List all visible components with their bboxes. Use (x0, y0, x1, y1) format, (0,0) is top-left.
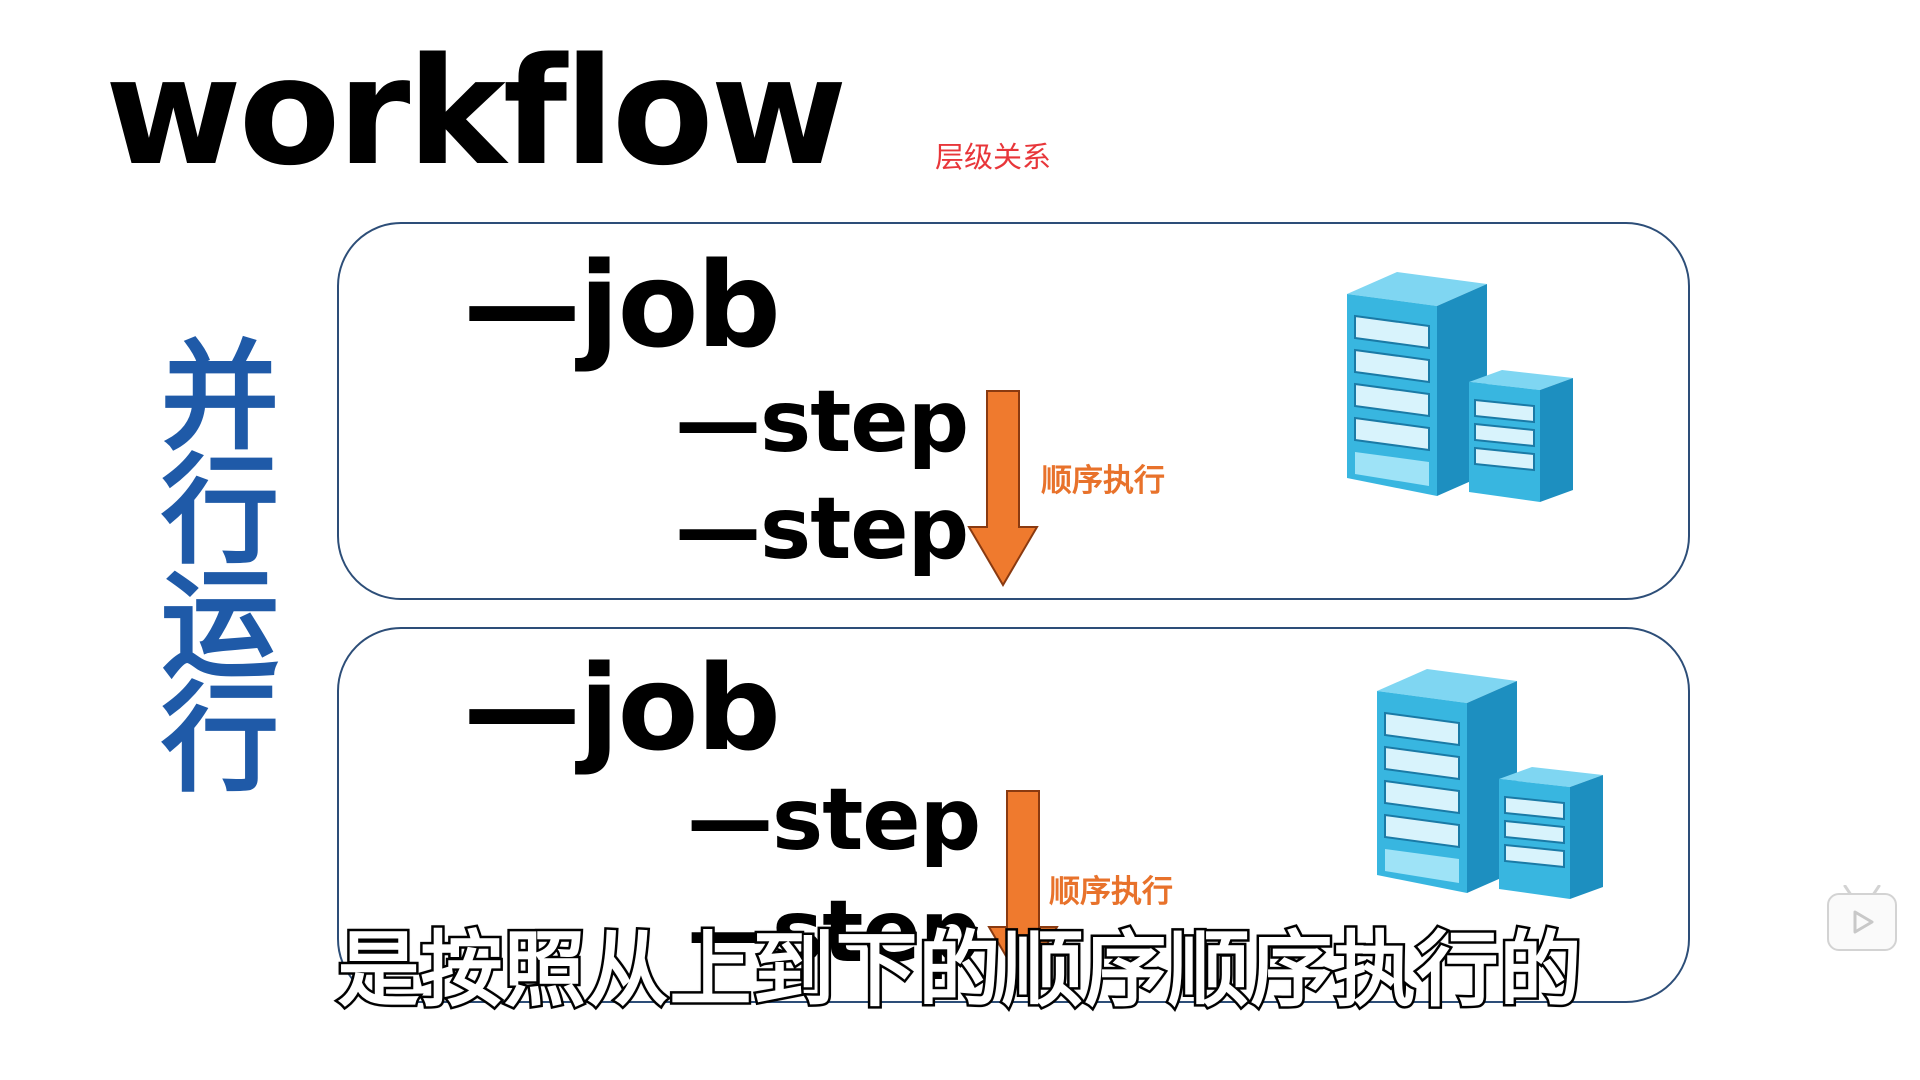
down-arrow-icon (967, 390, 1039, 587)
job-label: —job (463, 236, 781, 374)
parallel-char: 并 (160, 328, 279, 466)
tv-ears-icon (1843, 885, 1881, 895)
parallel-char: 行 (160, 670, 279, 808)
play-icon (1853, 910, 1874, 934)
step-label: —step (675, 479, 969, 579)
job-box-2: —job —step —step 顺序执行 (337, 627, 1690, 1003)
server-icon (1377, 669, 1603, 899)
hierarchy-label: 层级关系 (935, 140, 1052, 174)
sequential-execution-label: 顺序执行 (1041, 463, 1165, 499)
sequential-execution-label: 顺序执行 (1049, 874, 1173, 910)
parallel-char: 运 (160, 556, 279, 694)
step-label: —step (675, 372, 969, 472)
video-play-button[interactable] (1827, 885, 1897, 951)
step-label: —step (687, 882, 981, 982)
job-label: —job (463, 639, 781, 777)
parallel-char: 行 (160, 442, 279, 580)
down-arrow-icon (987, 790, 1059, 987)
step-label: —step (687, 770, 981, 870)
job-box-1: —job —step —step 顺序执行 (337, 222, 1690, 600)
server-icon (1347, 272, 1573, 502)
slide-title: workflow (105, 26, 847, 198)
video-subtitle: 是按照从上到下的顺序顺序执行的 (335, 923, 1584, 1018)
parallel-run-label: 并 行 运 行 (150, 328, 290, 808)
